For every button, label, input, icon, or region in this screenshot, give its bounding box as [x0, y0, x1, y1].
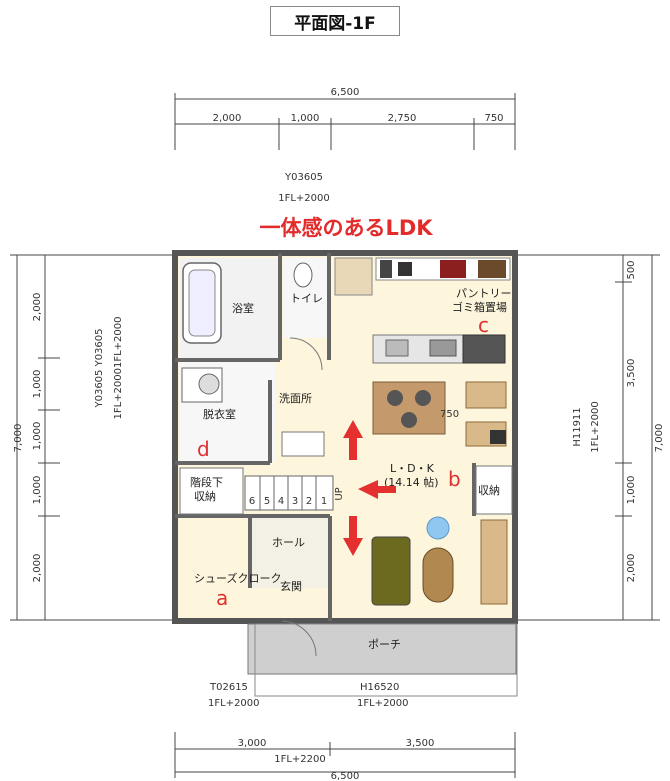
- room-bath: 浴室: [232, 301, 254, 315]
- plan-title: 平面図-1F: [270, 6, 400, 36]
- arrow-down: [343, 516, 363, 556]
- room-pantry: パントリー: [456, 287, 512, 300]
- stair-step-5: 5: [264, 496, 270, 507]
- pantry-item-1: [380, 260, 392, 278]
- door-code: T02615: [209, 682, 248, 693]
- pantry-item-4: [478, 260, 506, 278]
- kitchen-stove: [429, 339, 457, 357]
- dim-left-seg5: 2,000: [32, 554, 43, 583]
- room-porch: ポーチ: [368, 638, 401, 651]
- range-hood: [462, 334, 506, 364]
- ldk-heading: 一体感のあるLDK: [259, 216, 433, 240]
- stair-up: UP: [334, 487, 345, 500]
- interior-walls: [175, 253, 476, 621]
- table-dim: 750: [440, 409, 459, 420]
- toilet-door-swing: [289, 337, 323, 371]
- dim-right-seg2: 3,500: [626, 359, 637, 388]
- side-table: [426, 516, 450, 540]
- label-b: b: [448, 467, 461, 491]
- dim-bottom-level: 1FL+2200: [274, 754, 326, 765]
- stair-step-2: 2: [306, 496, 312, 507]
- coffee-table: [422, 547, 454, 603]
- dim-right-total: 7,000: [654, 424, 665, 453]
- exterior-walls: [172, 250, 518, 624]
- kitchen-sink: [385, 339, 409, 357]
- dining-setting-2: [415, 390, 431, 406]
- shelf-upper: [465, 381, 507, 409]
- dim-left-seg3: 1,000: [32, 422, 43, 451]
- dim-top-seg2: 1,000: [291, 113, 320, 124]
- arrow-left: [358, 480, 396, 499]
- dining-setting-1: [387, 390, 403, 406]
- label-a: a: [216, 586, 228, 610]
- room-stair-storage-1: 階段下: [190, 475, 223, 489]
- dim-left-total: 7,000: [13, 424, 24, 453]
- pantry-item-2: [398, 262, 412, 276]
- label-c: c: [478, 313, 489, 337]
- room-toilet: トイレ: [290, 292, 323, 305]
- dim-right-seg4: 2,000: [626, 554, 637, 583]
- room-garbage: ゴミ箱置場: [452, 300, 507, 314]
- dim-top-seg4: 750: [484, 113, 503, 124]
- dim-right-seg1: 500: [626, 260, 637, 279]
- stair-step-3: 3: [292, 496, 298, 507]
- window-level-right: 1FL+2000: [590, 401, 601, 453]
- dim-top-seg3: 2,750: [388, 113, 417, 124]
- hall-floor: [250, 518, 330, 588]
- window-code-bottom: H16520: [360, 682, 399, 693]
- stair-step-1: 1: [321, 496, 327, 507]
- room-shoe-closet: シューズクローク: [194, 571, 281, 585]
- dim-bottom-total: 6,500: [331, 771, 360, 781]
- porch-outline: [254, 623, 518, 697]
- dim-left-seg4: 1,000: [32, 476, 43, 505]
- dim-right-seg3: 1,000: [626, 476, 637, 505]
- storage-box: [475, 465, 513, 515]
- window-code-right: H11911: [572, 407, 583, 446]
- pantry-item-3: [440, 260, 466, 278]
- window-code-left: Y03605 Y03605: [94, 328, 105, 408]
- bathtub-inner: [188, 269, 216, 337]
- arrow-up: [343, 420, 363, 460]
- room-ldk-size: (14.14 帖): [384, 476, 439, 489]
- fridge: [334, 257, 373, 296]
- porch-area: [247, 623, 517, 675]
- dim-bottom-seg2: 3,500: [406, 738, 435, 749]
- tv-board: [480, 519, 508, 605]
- room-hall: ホール: [272, 536, 305, 549]
- dim-top-total: 6,500: [331, 87, 360, 98]
- stair-step-4: 4: [278, 496, 284, 507]
- wash-basin: [281, 431, 325, 457]
- sofa: [371, 536, 411, 606]
- dim-bottom-seg1: 3,000: [238, 738, 267, 749]
- label-d: d: [197, 437, 210, 461]
- top-dimensions: [174, 93, 516, 150]
- window-code-top: Y03605: [284, 172, 323, 183]
- stair-step-6: 6: [249, 496, 255, 507]
- right-dimensions: [515, 254, 660, 621]
- window-level-left: 1FL+20001FL+2000: [113, 316, 124, 419]
- room-ldk: L・D・K: [390, 462, 435, 475]
- room-stair-storage-2: 収納: [194, 490, 216, 503]
- dining-setting-3: [401, 412, 417, 428]
- window-level-bottom: 1FL+2000: [357, 698, 409, 709]
- entrance-door-swing: [281, 620, 317, 657]
- window-level-top: 1FL+2000: [278, 193, 330, 204]
- door-level: 1FL+2000: [208, 698, 260, 709]
- left-dimensions: [10, 254, 175, 621]
- room-storage: 収納: [478, 484, 500, 497]
- washer-drum: [198, 373, 220, 395]
- flow-arrows: [343, 420, 396, 556]
- staircase: [244, 475, 334, 511]
- dim-top-seg1: 2,000: [213, 113, 242, 124]
- room-entrance: 玄関: [280, 579, 302, 593]
- toilet-fixture: [293, 262, 313, 288]
- dim-left-seg1: 2,000: [32, 293, 43, 322]
- room-washroom: 洗面所: [279, 392, 312, 405]
- stair-storage-box: [179, 467, 244, 515]
- bottom-dimensions: [174, 732, 516, 778]
- dim-left-seg2: 1,000: [32, 370, 43, 399]
- small-appliance: [490, 430, 506, 444]
- room-dressing: 脱衣室: [203, 407, 236, 421]
